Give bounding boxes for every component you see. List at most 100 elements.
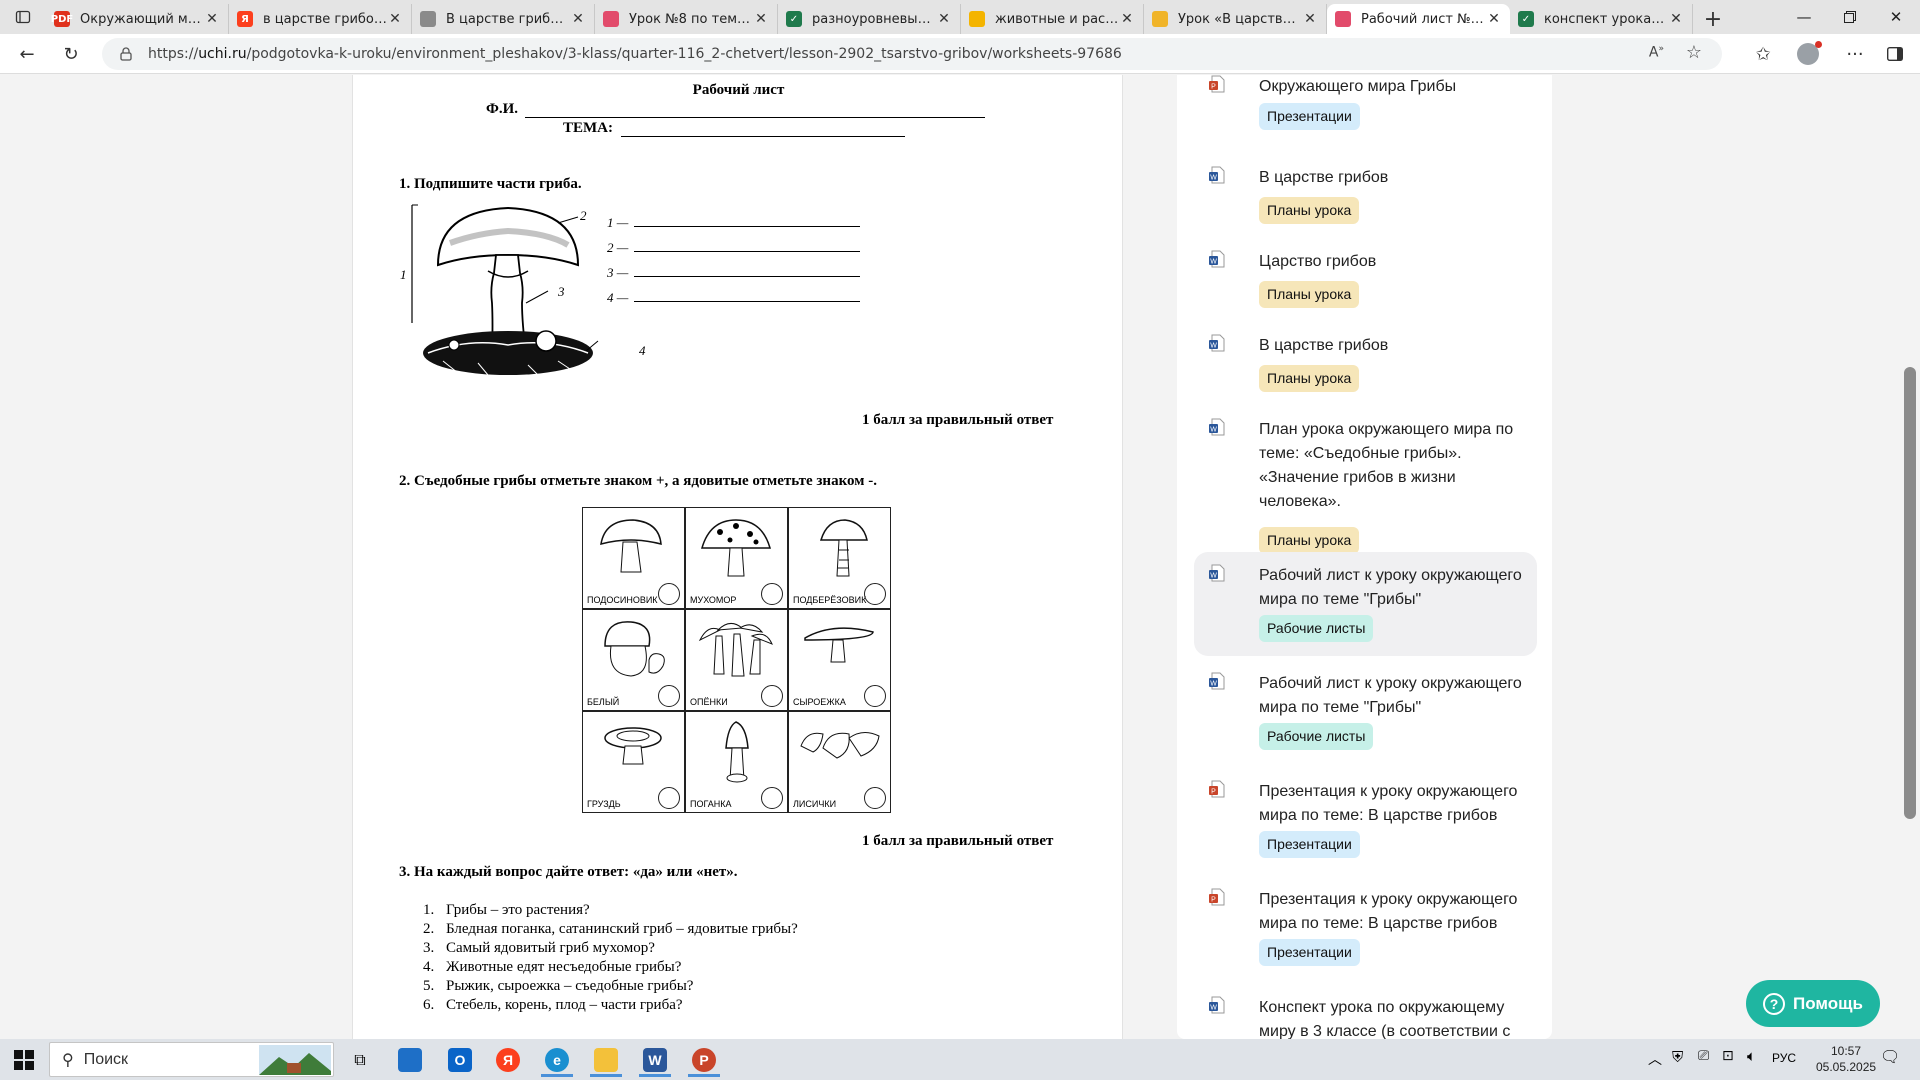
new-tab-button[interactable]: + xyxy=(1693,4,1733,34)
tab-close-icon[interactable]: ✕ xyxy=(1670,11,1682,27)
tab-close-icon[interactable]: ✕ xyxy=(938,11,950,27)
tab-close-icon[interactable]: ✕ xyxy=(755,11,767,27)
browser-tab[interactable]: Яв царстве грибов 3 кл✕ xyxy=(229,4,412,34)
scrollbar-thumb[interactable] xyxy=(1904,367,1916,819)
tray-chevron-icon[interactable]: ︿ xyxy=(1648,1052,1662,1068)
browser-tab[interactable]: В царстве грибов. 3 кл✕ xyxy=(412,4,595,34)
minimize-button[interactable]: — xyxy=(1781,0,1827,34)
explorer-app[interactable] xyxy=(584,1043,628,1077)
browser-tab[interactable]: Рабочий лист №8 к✕ xyxy=(1327,4,1510,34)
read-aloud-icon[interactable]: A» xyxy=(1648,44,1664,61)
tab-favicon-icon xyxy=(1335,11,1351,27)
outlook-app[interactable]: O xyxy=(438,1043,482,1077)
favorite-star-icon[interactable]: ☆ xyxy=(1685,42,1702,63)
yandex-browser-app[interactable]: Я xyxy=(486,1043,530,1077)
diagram-label-1: 1 xyxy=(400,267,407,282)
favorites-icon[interactable]: ✩ xyxy=(1755,43,1771,65)
mushroom-cell: ГРУЗДЬ xyxy=(582,711,685,813)
browser-tab[interactable]: Урок «В царстве гриб✕ xyxy=(1144,4,1327,34)
material-type-tag: Планы урока xyxy=(1259,281,1360,308)
yandex-icon: Я xyxy=(496,1048,520,1072)
restore-icon xyxy=(1844,11,1856,23)
network-tray-icon[interactable]: ⎚ xyxy=(1698,1048,1710,1064)
topic-label: ТЕМА: xyxy=(563,120,613,136)
diagram-label-4: 4 xyxy=(639,343,646,358)
question-number: 5. xyxy=(423,978,435,994)
wifi-tray-icon[interactable]: ⊡ xyxy=(1722,1048,1734,1064)
language-indicator[interactable]: РУС xyxy=(1772,1051,1797,1065)
powerpoint-app[interactable]: P xyxy=(682,1043,726,1077)
notifications-icon[interactable]: 🗨︎ xyxy=(1880,1047,1901,1066)
more-menu-icon[interactable]: ··· xyxy=(1846,43,1864,65)
tab-close-icon[interactable]: ✕ xyxy=(1121,11,1133,27)
answer-lines: 1 — 2 — 3 — 4 — xyxy=(607,210,861,310)
word-icon: W xyxy=(1209,250,1225,268)
tab-close-icon[interactable]: ✕ xyxy=(572,11,584,27)
back-button[interactable]: ← xyxy=(12,40,42,68)
mushroom-label: БЕЛЫЙ xyxy=(587,697,620,707)
taskbar-search[interactable]: ⚲ Поиск xyxy=(49,1042,334,1077)
ppt-icon: P xyxy=(1209,780,1225,798)
tab-close-icon[interactable]: ✕ xyxy=(1304,11,1316,27)
ppt-icon: P xyxy=(1209,75,1225,93)
tab-actions-button[interactable] xyxy=(0,0,46,34)
clock[interactable]: 10:57 05.05.2025 xyxy=(1816,1043,1876,1075)
tab-title: В царстве грибов. 3 кл xyxy=(446,11,570,27)
navigation-bar: ← ↻ https://uchi.ru/podgotovka-k-uroku/e… xyxy=(0,34,1920,74)
tab-close-icon[interactable]: ✕ xyxy=(389,11,401,27)
tab-close-icon[interactable]: ✕ xyxy=(1488,11,1500,27)
browser-tab[interactable]: ✓конспект урока по окр✕ xyxy=(1510,4,1693,34)
answer-circle xyxy=(864,787,886,809)
help-button[interactable]: ? Помощь xyxy=(1746,980,1880,1027)
site-info-icon[interactable] xyxy=(118,46,134,62)
restore-button[interactable] xyxy=(1827,0,1873,34)
question-number: 2. xyxy=(423,921,435,937)
material-type-tag: Презентации xyxy=(1259,831,1360,858)
tab-title: разноуровневые зада xyxy=(812,11,936,27)
question-text: Животные едят несъедобные грибы? xyxy=(446,959,682,975)
store-app[interactable] xyxy=(388,1043,432,1077)
material-title: Рабочий лист к уроку окружающего мира по… xyxy=(1259,567,1522,608)
browser-tab[interactable]: животные и растения✕ xyxy=(961,4,1144,34)
mushroom-cell: ЛИСИЧКИ xyxy=(788,711,891,813)
svg-text:W: W xyxy=(1210,343,1217,350)
mushroom-label: ПОДОСИНОВИК xyxy=(587,595,658,605)
tab-favicon-icon: Я xyxy=(237,11,253,27)
profile-avatar[interactable] xyxy=(1797,41,1822,65)
start-button[interactable] xyxy=(2,1043,46,1077)
answer-circle xyxy=(658,583,680,605)
reload-button[interactable]: ↻ xyxy=(56,40,86,68)
task3-title: 3. На каждый вопрос дайте ответ: «да» ил… xyxy=(399,864,738,880)
address-bar[interactable]: https://uchi.ru/podgotovka-k-uroku/envir… xyxy=(102,38,1722,70)
security-tray-icon[interactable]: ⛨ xyxy=(1672,1048,1684,1066)
browser-tab[interactable]: ✓ разноуровневые зада✕ xyxy=(778,4,961,34)
browser-tab[interactable]: Урок №8 по теме "Цар✕ xyxy=(595,4,778,34)
worksheet-document: Рабочий лист Ф.И. ТЕМА: 1. Подпишите час… xyxy=(352,75,1123,1039)
word-app[interactable]: W xyxy=(633,1043,677,1077)
sidebar-toggle-icon[interactable] xyxy=(1880,40,1910,68)
answer-line-label-4: 4 — xyxy=(607,290,629,305)
mushroom-label: СЫРОЕЖКА xyxy=(793,697,846,707)
mushroom-illustration-icon xyxy=(698,623,773,677)
tab-favicon-icon: ✓ xyxy=(786,11,802,27)
mushroom-label: ПОГАНКА xyxy=(690,799,732,809)
close-window-button[interactable]: ✕ xyxy=(1873,0,1919,34)
edge-app[interactable]: e xyxy=(535,1043,579,1077)
tab-close-icon[interactable]: ✕ xyxy=(206,11,218,27)
material-title: Презентация к уроку окружающего мира по … xyxy=(1259,891,1518,932)
task-view-button[interactable]: ⧉ xyxy=(338,1043,382,1077)
store-icon xyxy=(398,1048,422,1072)
volume-tray-icon[interactable]: 🔈︎ xyxy=(1747,1047,1757,1065)
